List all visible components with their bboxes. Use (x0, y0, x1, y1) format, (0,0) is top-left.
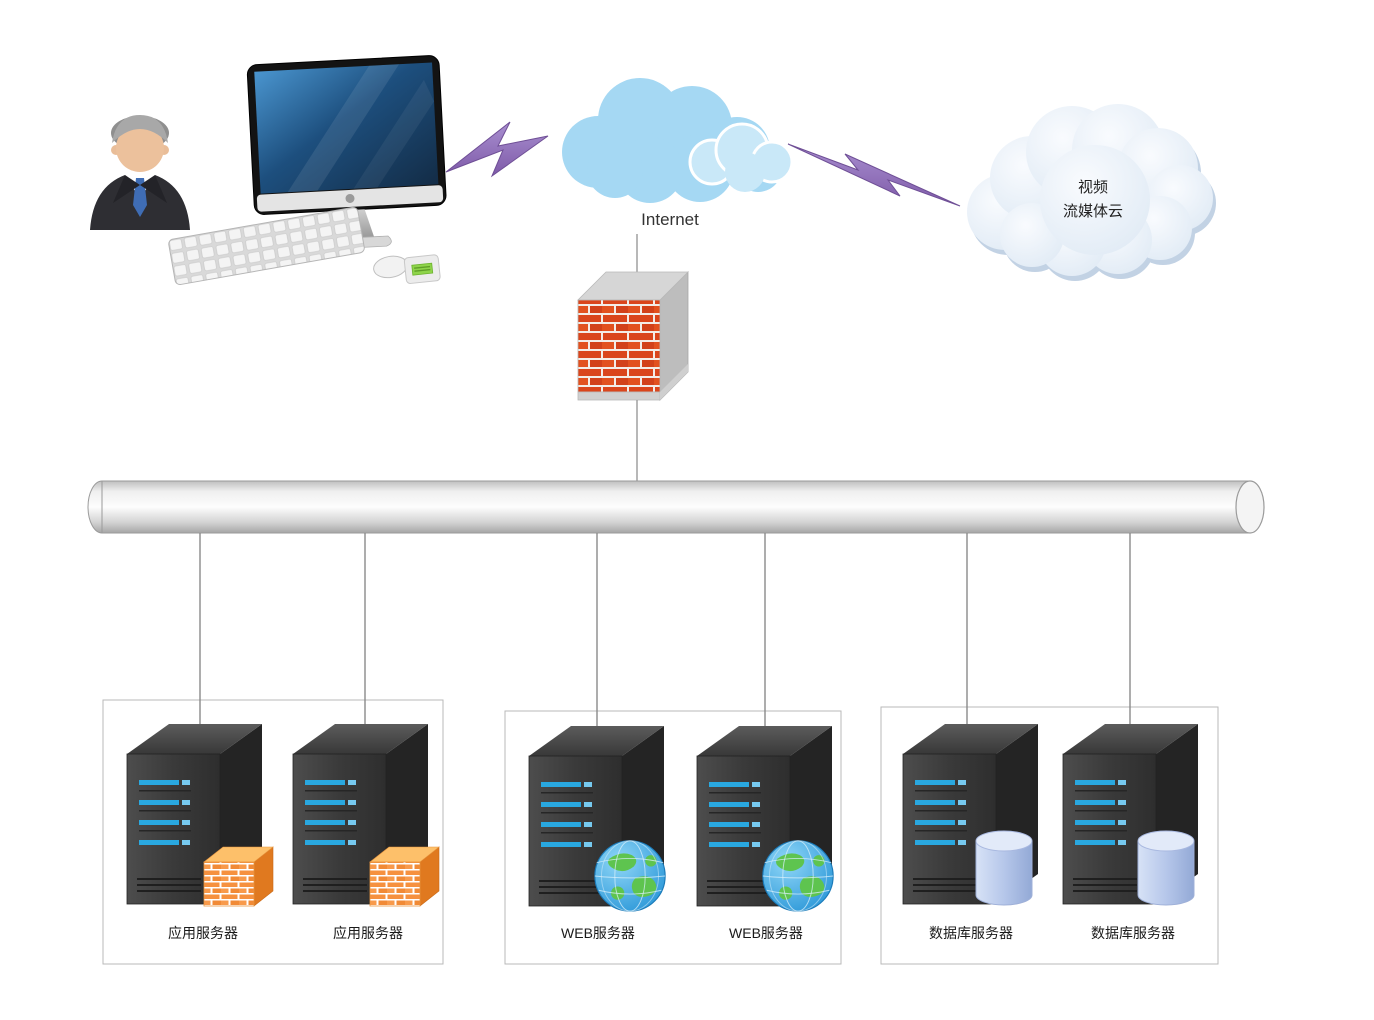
lightning-link-left-icon (445, 121, 549, 178)
network-bus-pipe (87, 480, 1265, 534)
database-badge-icon (1137, 830, 1195, 906)
app-server-2 (292, 723, 440, 907)
firewall-badge-icon (369, 846, 440, 907)
internet-label: Internet (641, 210, 699, 229)
media-cloud-label-line2: 流媒体云 (1063, 203, 1123, 220)
mouse-icon (373, 255, 408, 279)
firewall-badge-icon (203, 846, 274, 907)
media-cloud-label-line1: 视频 (1078, 179, 1108, 196)
media-cloud-icon (967, 104, 1216, 281)
internet-cloud-icon (562, 78, 794, 203)
firewall-icon (577, 271, 689, 401)
power-adapter-icon (403, 254, 441, 284)
lightning-link-right-icon (787, 143, 961, 207)
db-server-1 (902, 723, 1039, 906)
globe-badge-icon (763, 841, 833, 911)
globe-badge-icon (595, 841, 665, 911)
app-server-1-label: 应用服务器 (168, 925, 238, 941)
web-server-1 (528, 725, 665, 911)
db-server-2-label: 数据库服务器 (1091, 925, 1175, 941)
database-badge-icon (975, 830, 1033, 906)
web-server-1-label: WEB服务器 (561, 925, 635, 941)
web-server-2-label: WEB服务器 (729, 925, 803, 941)
db-server-1-label: 数据库服务器 (929, 925, 1013, 941)
app-server-2-label: 应用服务器 (333, 925, 403, 941)
app-server-1 (126, 723, 274, 907)
db-server-2 (1062, 723, 1199, 906)
web-server-2 (696, 725, 833, 911)
keyboard-icon (168, 206, 365, 286)
user-icon (90, 115, 190, 230)
